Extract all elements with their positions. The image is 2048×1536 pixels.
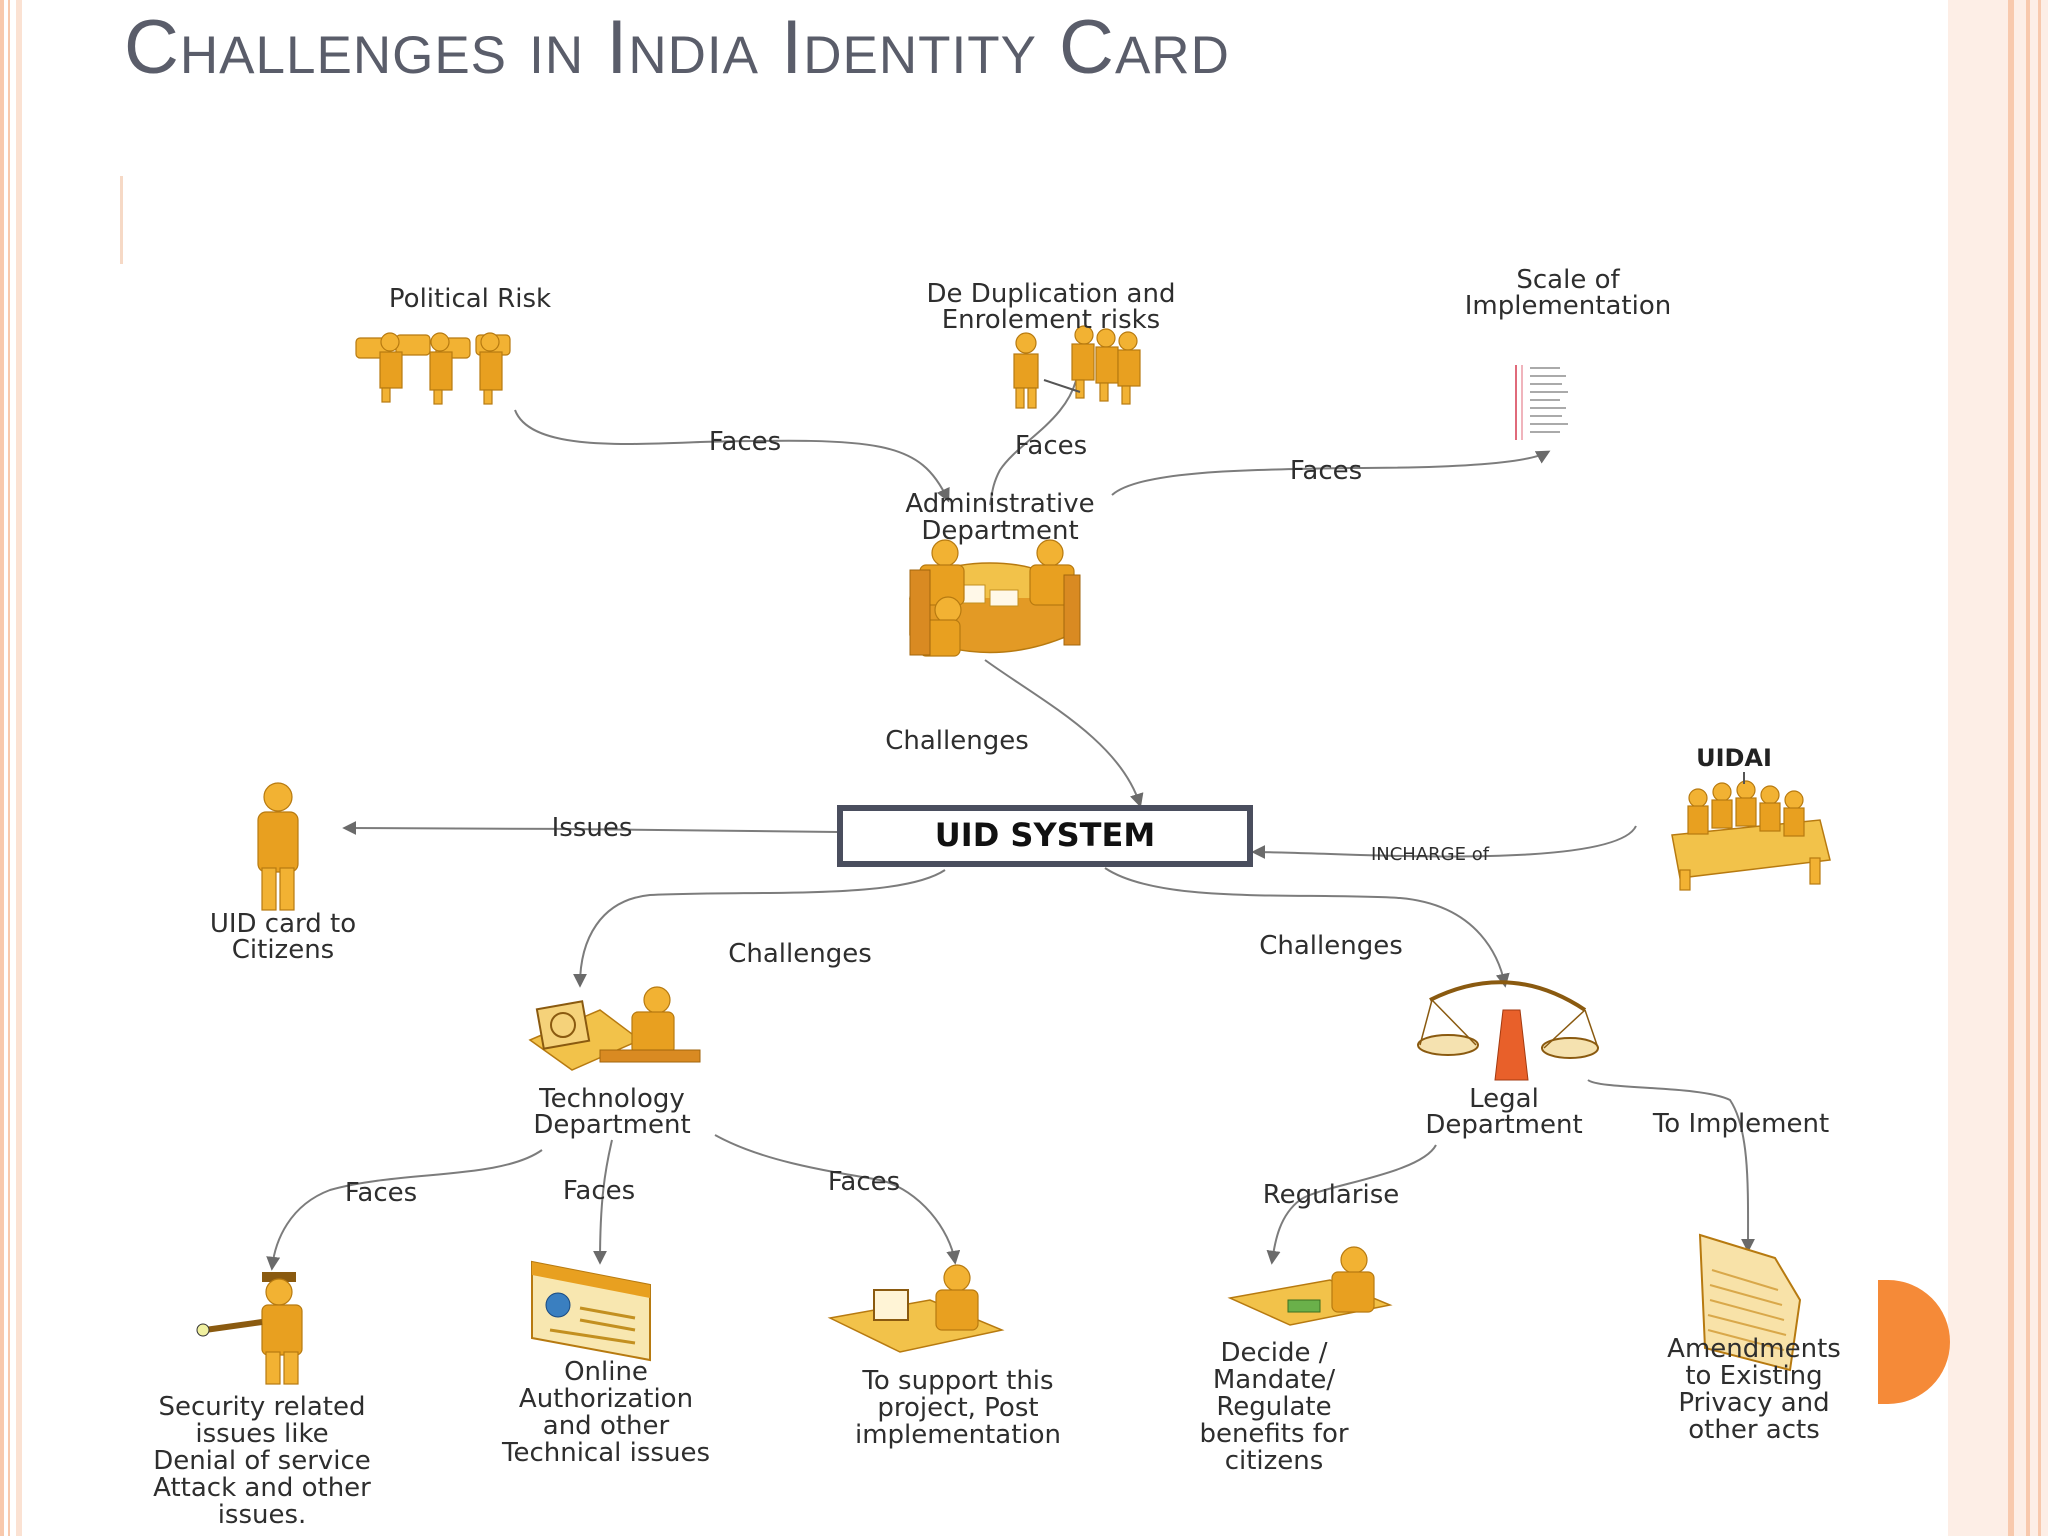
edge-label-issues: Issues: [552, 813, 633, 843]
edge-label-to-implement: To Implement: [1652, 1109, 1829, 1139]
edge-label-faces-political: Faces: [709, 427, 781, 457]
tech-dept-label-line2: Department: [533, 1110, 690, 1140]
edge-label-faces-security: Faces: [345, 1178, 417, 1208]
web-browser-icon: [531, 1260, 651, 1362]
uid-card-label-line1: UID card to: [210, 909, 356, 939]
security-guard-icon: [196, 1272, 303, 1385]
edge-label-faces-online: Faces: [563, 1176, 635, 1206]
svg-text:Mandate/: Mandate/: [1213, 1365, 1335, 1395]
admin-label-line1: Administrative: [905, 489, 1094, 519]
laptop-worker-icon: [827, 1264, 1005, 1353]
meeting-table-icon: [909, 539, 1081, 657]
right-frame-border: [1948, 0, 2048, 1536]
svg-text:issues.: issues.: [218, 1500, 307, 1530]
uidai-label: UIDAI: [1696, 744, 1772, 772]
tech-dept-label-line1: Technology: [538, 1084, 685, 1114]
admin-label-line2: Department: [921, 516, 1078, 546]
svg-text:Security related: Security related: [159, 1392, 366, 1422]
svg-text:Online: Online: [564, 1357, 648, 1387]
amendments-label: Amendments to Existing Privacy and other…: [1667, 1334, 1841, 1445]
security-label: Security related issues like Denial of s…: [153, 1392, 371, 1530]
scales-of-justice-icon: [1417, 980, 1599, 1081]
legal-dept-label-line2: Department: [1425, 1110, 1582, 1140]
decide-label: Decide / Mandate/ Regulate benefits for …: [1199, 1338, 1348, 1476]
edge-label-challenges-admin: Challenges: [885, 726, 1029, 756]
political-risk-figures-icon: [355, 332, 511, 405]
svg-text:Privacy and: Privacy and: [1678, 1388, 1829, 1418]
uid-system-box: [837, 805, 1253, 867]
dedup-figures-icon: [1013, 325, 1141, 409]
citizen-figure-icon: [257, 782, 299, 911]
svg-text:Technical issues: Technical issues: [501, 1438, 710, 1468]
svg-text:citizens: citizens: [1225, 1446, 1324, 1476]
uid-system-label: UID SYSTEM: [935, 816, 1155, 854]
svg-text:other acts: other acts: [1688, 1415, 1820, 1445]
writing-desk-icon: [1227, 1246, 1393, 1326]
edge-label-challenges-legal: Challenges: [1259, 931, 1403, 961]
edge-label-faces-scale: Faces: [1290, 456, 1362, 486]
svg-text:issues like: issues like: [195, 1419, 328, 1449]
computer-worker-icon: [528, 986, 701, 1071]
uidai-board-icon: [1671, 772, 1831, 891]
edge-label-faces-support: Faces: [828, 1167, 900, 1197]
online-auth-label: Online Authorization and other Technical…: [501, 1357, 710, 1468]
scale-label-line1: Scale of: [1516, 265, 1620, 295]
slide-title: Challenges in India Identity Card: [124, 5, 1230, 90]
svg-text:implementation: implementation: [855, 1420, 1061, 1450]
uid-card-label-line2: Citizens: [232, 935, 334, 965]
support-label: To support this project, Post implementa…: [855, 1366, 1061, 1450]
svg-text:benefits for: benefits for: [1199, 1419, 1348, 1449]
svg-text:Regulate: Regulate: [1216, 1392, 1331, 1422]
svg-text:to Existing: to Existing: [1685, 1361, 1822, 1391]
scale-document-icon: [1515, 365, 1568, 440]
svg-text:Authorization: Authorization: [519, 1384, 693, 1414]
svg-text:and other: and other: [543, 1411, 670, 1441]
svg-text:project, Post: project, Post: [877, 1393, 1038, 1423]
edge-label-challenges-tech: Challenges: [728, 939, 872, 969]
connectors: [266, 371, 1756, 1271]
dedup-label-line2: Enrolement risks: [942, 305, 1160, 335]
edge-label-regularise: Regularise: [1263, 1180, 1400, 1210]
svg-text:Attack and other: Attack and other: [153, 1473, 371, 1503]
svg-text:Decide /: Decide /: [1220, 1338, 1327, 1368]
decorative-tick: [120, 176, 123, 264]
scale-label-line2: Implementation: [1465, 291, 1671, 321]
edge-label-incharge: INCHARGE of: [1371, 844, 1490, 865]
svg-text:To support this: To support this: [861, 1366, 1053, 1396]
svg-text:Amendments: Amendments: [1667, 1334, 1841, 1364]
legal-dept-label-line1: Legal: [1469, 1084, 1539, 1114]
svg-text:Denial of service: Denial of service: [153, 1446, 371, 1476]
left-frame-border: [0, 0, 24, 1536]
edge-label-faces-dedup: Faces: [1015, 431, 1087, 461]
political-risk-label: Political Risk: [389, 284, 551, 314]
dedup-label-line1: De Duplication and: [927, 279, 1176, 309]
document-page-icon: [1698, 1233, 1802, 1372]
